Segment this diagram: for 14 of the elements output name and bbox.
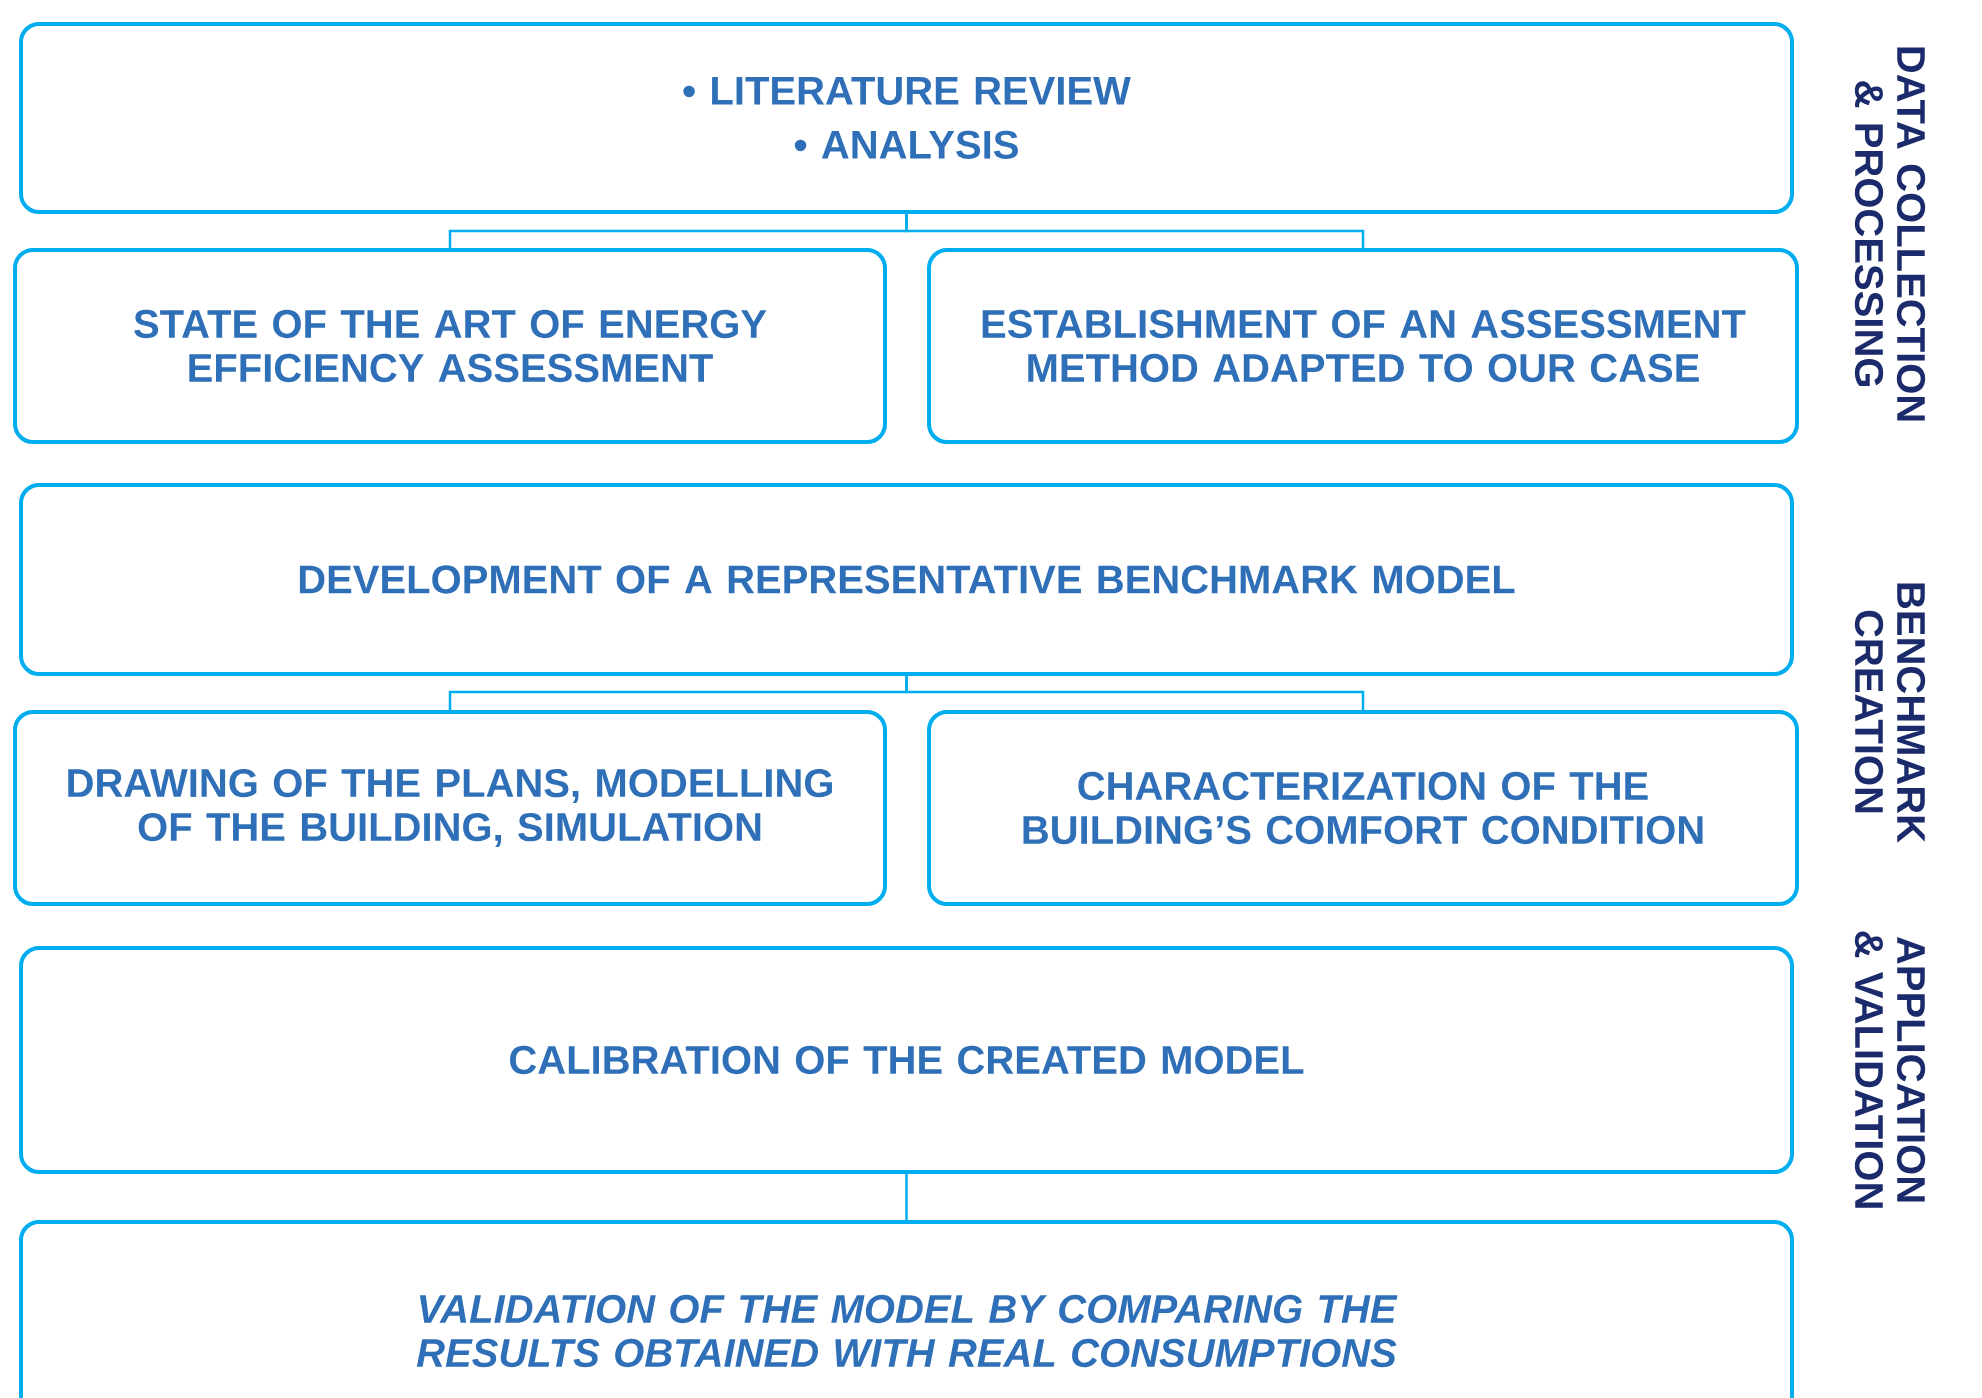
process-box: • LITERATURE REVIEW • ANALYSIS	[19, 22, 1794, 214]
process-box: DEVELOPMENT OF A REPRESENTATIVE BENCHMARK MODEL	[19, 483, 1794, 676]
process-box: ESTABLISHMENT OF AN ASSESSMENT METHOD ADAPTED TO OUR CASE	[927, 248, 1799, 444]
process-box: VALIDATION OF THE MODEL BY COMPARING THE RESULTS OBTAINED WITH REAL CONSUMPTIONS	[19, 1220, 1794, 1398]
connector-line	[905, 214, 1365, 248]
side-label: BENCHMARK CREATION	[1854, 583, 1926, 843]
connector-line	[905, 676, 1365, 710]
side-label: DATA COLLECTION & PROCESSING	[1854, 47, 1926, 421]
connector-line	[905, 1174, 908, 1220]
process-box: CALIBRATION OF THE CREATED MODEL	[19, 946, 1794, 1174]
side-label: APPLICATION & VALIDATION	[1854, 931, 1926, 1208]
process-box: CHARACTERIZATION OF THE BUILDING’S COMFORT CONDITION	[927, 710, 1799, 906]
process-box: STATE OF THE ART OF ENERGY EFFICIENCY ASSESSMENT	[13, 248, 887, 444]
process-box: DRAWING OF THE PLANS, MODELLING OF THE BUILDING, SIMULATION	[13, 710, 887, 906]
